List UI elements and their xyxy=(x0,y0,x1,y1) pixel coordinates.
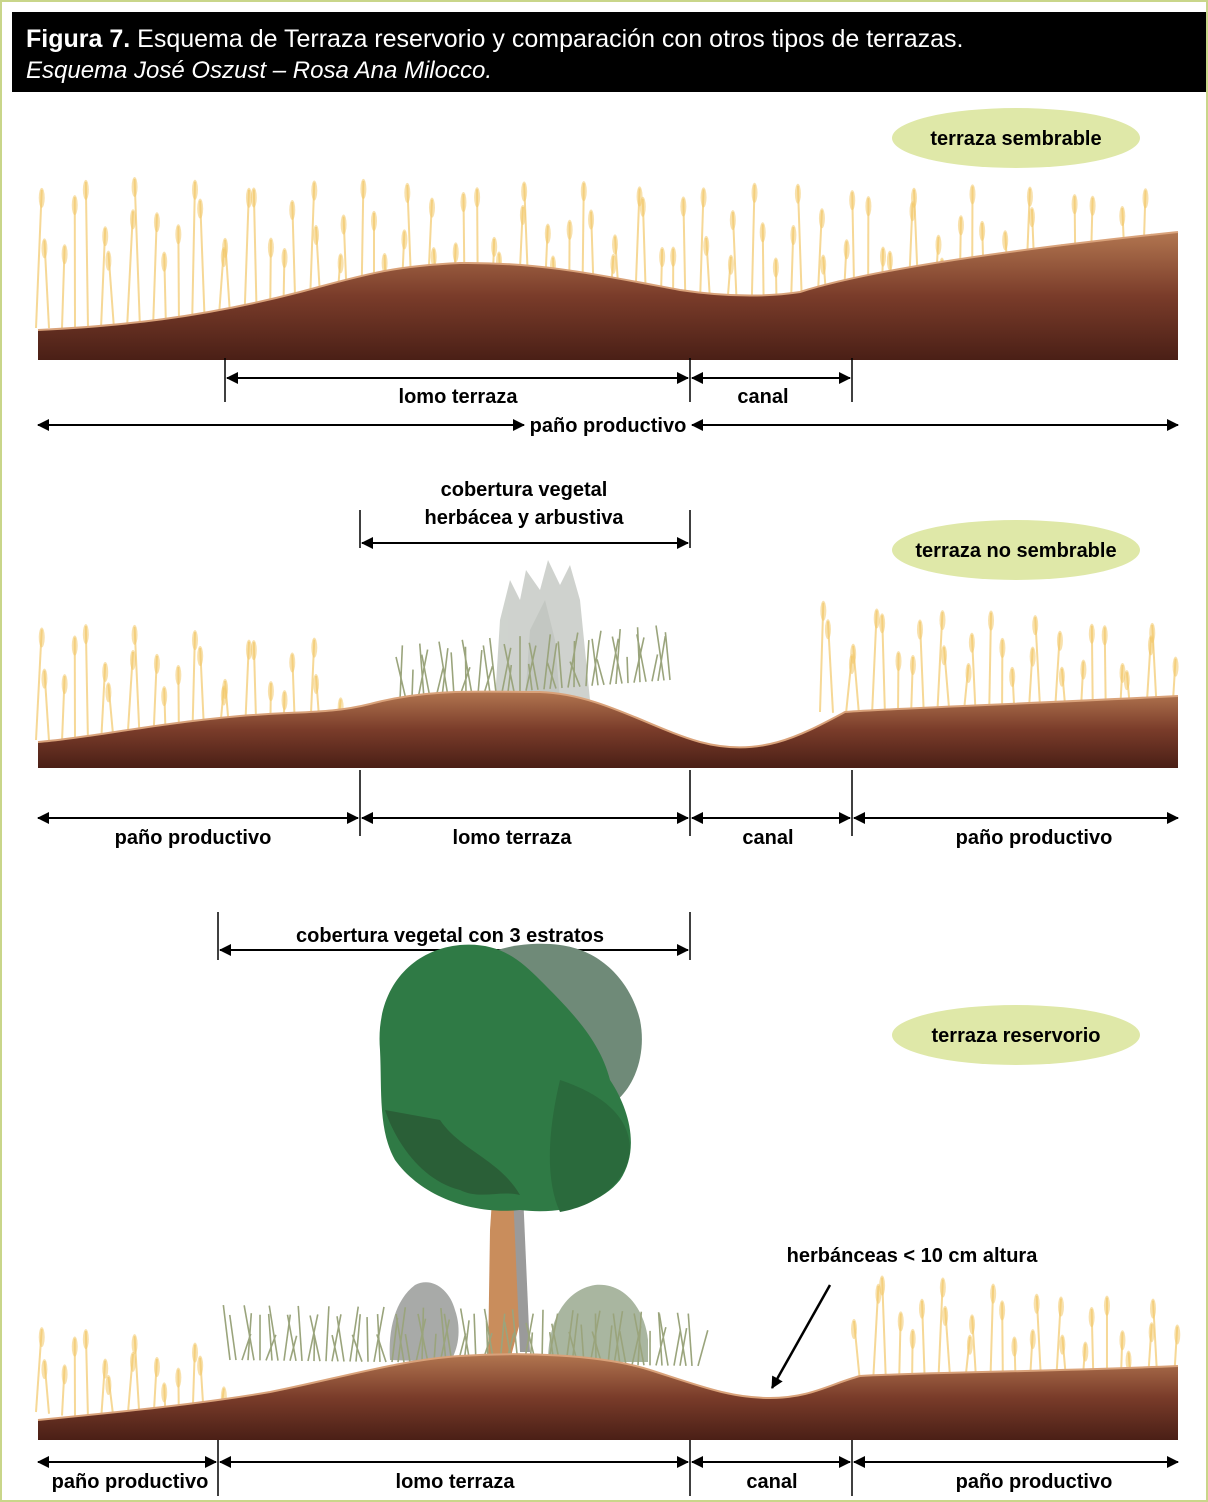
label-lomo-2: lomo terraza xyxy=(453,827,573,849)
label-pano-left-3: paño productivo xyxy=(52,1471,209,1493)
label-pano-left-2: paño productivo xyxy=(115,827,272,849)
caption-title: Esquema de Terraza reservorio y comparac… xyxy=(137,25,964,53)
soil-profile-1 xyxy=(38,232,1178,360)
badge-no-sembrable-text: terraza no sembrable xyxy=(915,540,1116,562)
caption-credit: Esquema José Oszust – Rosa Ana Milocco. xyxy=(26,57,492,84)
caption-line: Figura 7. Esquema de Terraza reservorio … xyxy=(26,24,963,54)
grass-cover-2 xyxy=(395,625,671,701)
label-canal-3: canal xyxy=(746,1471,797,1493)
label-pano-right-2: paño productivo xyxy=(956,827,1113,849)
tree-3 xyxy=(379,943,642,1360)
label-cover-3: cobertura vegetal con 3 estratos xyxy=(296,925,604,947)
panel-no-sembrable: cobertura vegetal herbácea y arbustiva t… xyxy=(35,479,1179,849)
badge-reservorio-text: terraza reservorio xyxy=(932,1025,1101,1047)
label-cover-2a: cobertura vegetal xyxy=(441,479,608,501)
panel-sembrable: terraza sembrable lomo terraza canal pañ… xyxy=(35,108,1179,437)
label-canal-1: canal xyxy=(737,386,788,408)
label-lomo-3: lomo terraza xyxy=(396,1471,516,1493)
label-pano-right-3: paño productivo xyxy=(956,1471,1113,1493)
badge-reservorio xyxy=(892,1005,1140,1065)
label-herb-note: herbánceas < 10 cm altura xyxy=(787,1245,1039,1267)
label-cover-2b: herbácea y arbustiva xyxy=(425,507,625,529)
caption-bar: Figura 7. Esquema de Terraza reservorio … xyxy=(12,12,1206,92)
caption-label: Figura 7. xyxy=(26,25,131,53)
badge-sembrable-text: terraza sembrable xyxy=(930,128,1101,150)
crop-row-2b xyxy=(819,600,1179,734)
badge-no-sembrable xyxy=(892,520,1140,580)
panel-reservorio: cobertura vegetal con 3 estratos terraza… xyxy=(35,912,1181,1496)
label-lomo-1: lomo terraza xyxy=(399,386,519,408)
soil-profile-2 xyxy=(38,691,1178,768)
label-canal-2: canal xyxy=(742,827,793,849)
badge-sembrable xyxy=(892,108,1140,168)
label-pano-1: paño productivo xyxy=(530,415,687,437)
soil-profile-3 xyxy=(38,1354,1178,1440)
